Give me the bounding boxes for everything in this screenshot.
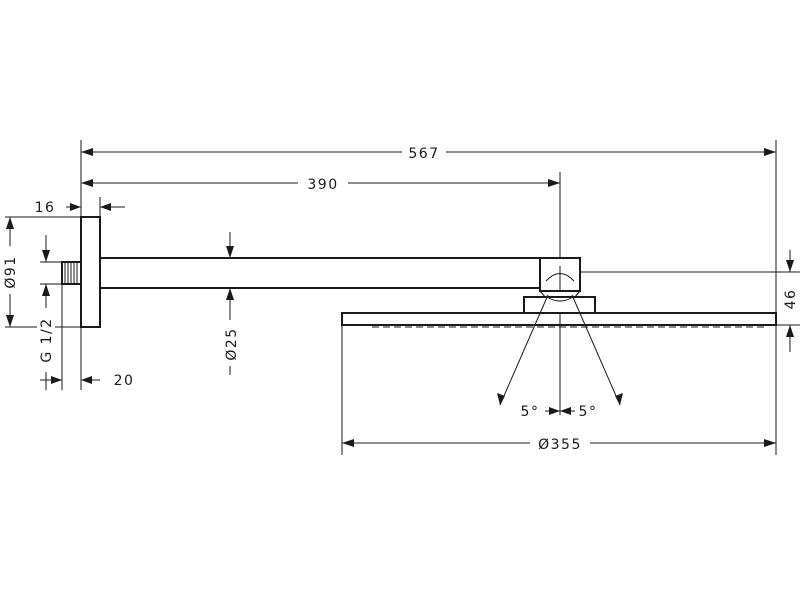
shower-arm-tube bbox=[100, 257, 540, 289]
wall-flange bbox=[80, 216, 101, 328]
tilt-angle-indicator: 5° 5° bbox=[497, 294, 623, 420]
overhead-shower-plate bbox=[341, 312, 777, 328]
dimension-overall-length-label: 567 bbox=[408, 146, 439, 162]
dimension-head-height: 46 bbox=[783, 250, 799, 352]
extension-lines bbox=[5, 140, 800, 455]
ball-joint-collar bbox=[523, 290, 596, 314]
dimension-overall-length: 567 bbox=[81, 143, 776, 162]
dimension-arm-diameter: Ø25 bbox=[221, 232, 240, 375]
dimension-thread-length-label: 20 bbox=[114, 373, 135, 389]
dimension-thread-length: 20 bbox=[40, 373, 135, 389]
dimension-head-diameter: Ø355 bbox=[342, 434, 776, 453]
dimension-arm-length: 390 bbox=[81, 174, 560, 193]
ball-joint-housing bbox=[539, 257, 581, 292]
dimension-head-height-label: 46 bbox=[783, 289, 799, 310]
dimension-head-diameter-label: Ø355 bbox=[538, 437, 582, 453]
thread-connector bbox=[61, 261, 82, 285]
dimension-thread: G 1/2 bbox=[37, 235, 55, 390]
tilt-angle-left-label: 5° bbox=[521, 404, 540, 420]
tilt-angle-right-label: 5° bbox=[579, 404, 598, 420]
dimension-arm-diameter-label: Ø25 bbox=[224, 327, 240, 360]
dimension-flange-diameter-label: Ø91 bbox=[3, 255, 19, 288]
dimension-flange-depth: 16 bbox=[35, 200, 125, 216]
dimension-flange-depth-label: 16 bbox=[35, 200, 56, 216]
dimension-thread-label: G 1/2 bbox=[39, 317, 55, 362]
dimension-arm-length-label: 390 bbox=[307, 177, 338, 193]
dimension-flange-diameter: Ø91 bbox=[2, 217, 19, 327]
